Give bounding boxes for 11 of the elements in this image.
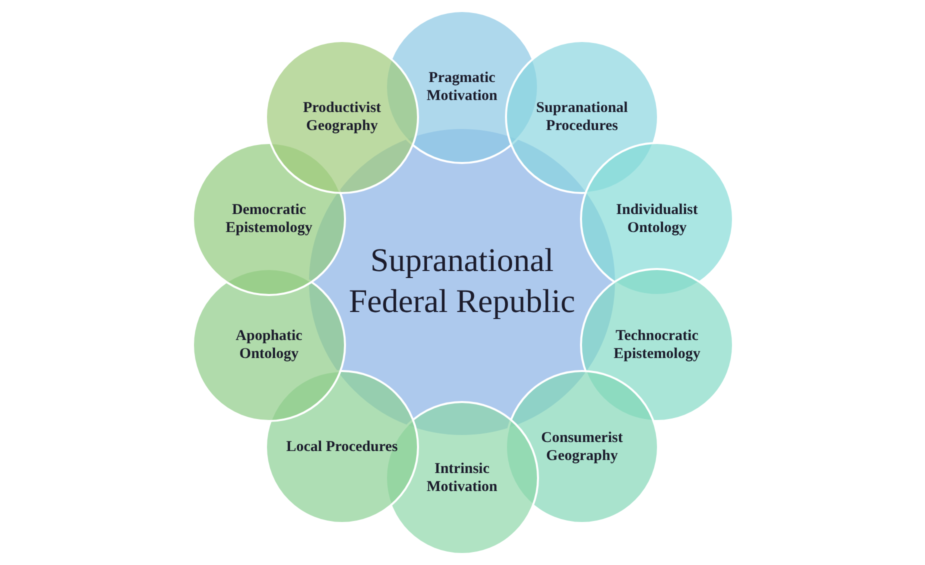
- circle-label: Consumerist Geography: [540, 429, 624, 465]
- circle-label: Intrinsic Motivation: [426, 460, 498, 496]
- circle-label: Productivist Geography: [302, 99, 382, 135]
- circle-label: Apophatic Ontology: [234, 327, 304, 363]
- circle-label: Individualist Ontology: [615, 201, 699, 237]
- circle-label: Democratic Epistemology: [224, 201, 314, 237]
- circle-label: Technocratic Epistemology: [612, 327, 702, 363]
- central-title: Supranational Federal Republic: [348, 242, 576, 322]
- circle-label: Local Procedures: [286, 438, 398, 456]
- circle-label: Pragmatic Motivation: [426, 69, 498, 105]
- circle-label: Supranational Procedures: [535, 99, 629, 135]
